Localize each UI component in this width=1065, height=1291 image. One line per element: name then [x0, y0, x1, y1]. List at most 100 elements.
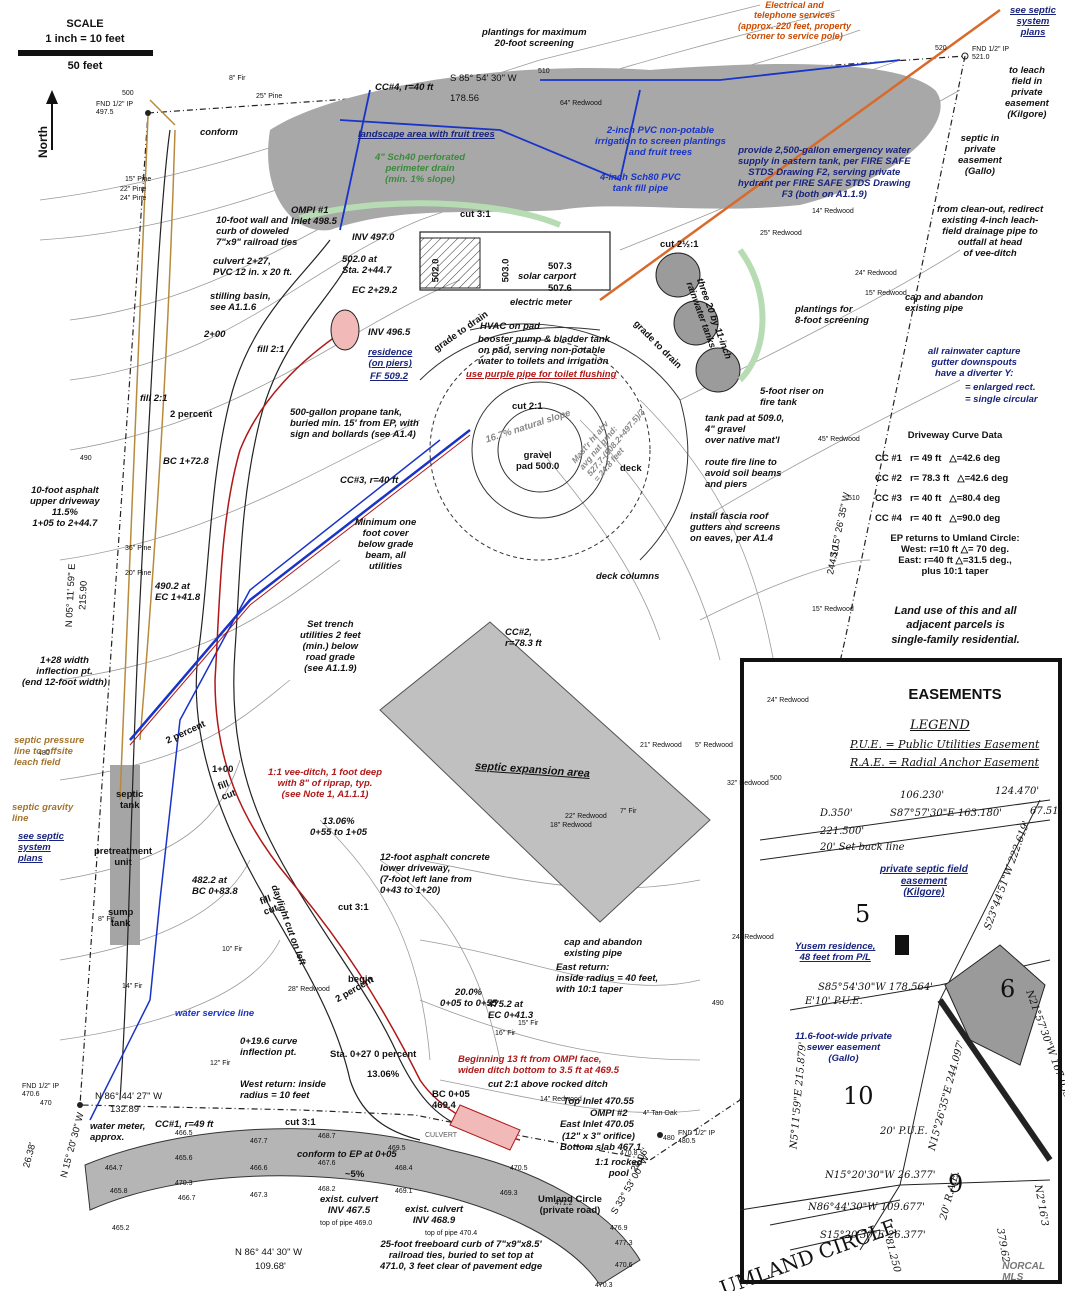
note-rainwater: all rainwater capture gutter downspouts …	[928, 346, 1021, 379]
note-lower-drive: 12-foot asphalt concrete lower driveway,…	[380, 852, 490, 896]
contour-label: 480	[663, 1135, 675, 1142]
ease-sewer: 11.6-foot-wide private sewer easement (G…	[795, 1031, 892, 1064]
note-conform: conform	[200, 127, 238, 138]
note-ff: FF 509.2	[370, 371, 409, 382]
note-east-return: East return: inside radius = 40 feet, wi…	[556, 962, 659, 995]
spot-elev: 468.2	[318, 1186, 336, 1193]
monument-se	[657, 1132, 663, 1138]
note-bc0: 482.2 at BC 0+83.8	[192, 875, 238, 897]
spot-elev: 470.3	[175, 1180, 193, 1187]
ease-dim: 124.470'	[995, 786, 1040, 797]
contour-label: 470	[40, 1100, 52, 1107]
stilling-basin	[330, 309, 360, 351]
ease-yusem: Yusem residence, 48 feet from P/L	[795, 941, 876, 963]
note-enlarged: = enlarged rect.	[965, 382, 1036, 393]
note-width-infl: 1+28 width inflection pt. (end 12-foot w…	[22, 655, 107, 688]
monument-ne	[961, 52, 969, 60]
note-emergency-water: provide 2,500-gallon emergency water sup…	[738, 145, 911, 200]
note-exist1-top: top of pipe 469.0	[320, 1220, 373, 1227]
tree-label: 18" Redwood	[550, 822, 592, 829]
note-fill21a: fill 2:1	[257, 344, 285, 355]
note-exist2-top: top of pipe 470.4	[425, 1230, 478, 1237]
note-plantings-max: plantings for maximum 20-foot screening	[482, 27, 587, 49]
tree-label: 22" Redwood	[565, 813, 607, 820]
note-booster: booster pump & bladder tank on pad, serv…	[478, 334, 610, 367]
tree-label: 15" Redwood	[812, 606, 854, 613]
note-pct13: 13.06%	[367, 1069, 400, 1080]
note-rocked-pool: 1:1 rocked pool	[595, 1157, 643, 1179]
spot-elev: 467.6	[318, 1160, 336, 1167]
note-ec0: 475.2 at EC 0+41.3	[488, 999, 534, 1021]
easements-title: EASEMENTS	[908, 686, 1002, 703]
scale-subtitle: 1 inch = 10 feet	[45, 33, 125, 45]
note-sump: sump tank	[108, 907, 134, 929]
tree-label: 45" Redwood	[818, 436, 860, 443]
spot-elev: 476.9	[610, 1225, 628, 1232]
contour-label: 510	[848, 495, 860, 502]
contour-label: 490	[80, 455, 92, 462]
note-trench: Set trench utilities 2 feet (min.) below…	[300, 619, 361, 674]
note-hvac: HVAC on pad	[480, 321, 540, 332]
lot-number: 5	[855, 900, 871, 928]
note-cut21: cut 2:1	[512, 401, 543, 412]
note-septic-pressure: septic pressure line to offsite leach fi…	[14, 735, 85, 768]
tree-label: 14" Redwood	[812, 208, 854, 215]
ease-pue-10: E'10' P.U.E.	[805, 996, 863, 1007]
ease-dim: N15°20'30"W 26.377'	[825, 1170, 936, 1181]
spot-elev: 464.7	[105, 1165, 123, 1172]
note-ec2: EC 2+29.2	[352, 285, 398, 296]
utility-trench-red	[129, 434, 471, 746]
monument-nw	[145, 110, 151, 116]
ease-septic-field: private septic field easement (Kilgore)	[880, 864, 968, 898]
note-begin: begin	[348, 974, 374, 985]
note-water-meter: water meter, approx.	[90, 1121, 146, 1143]
note-2pct-a: 2 percent	[170, 409, 213, 420]
note-leach-field: to leach field in private easement (Kilg…	[1005, 65, 1049, 120]
note-septic-gravity: septic gravity line	[12, 802, 74, 824]
note-septic-tank: septic tank	[116, 789, 144, 811]
tree-label: 8" Fir	[229, 75, 246, 82]
carport-hatch	[419, 237, 481, 289]
legend-rae: R.A.E. = Radial Anchor Easement	[850, 756, 1040, 769]
scale-bar-label: 50 feet	[67, 60, 103, 72]
south-bearing-2: N 86° 44' 30" W	[235, 1247, 303, 1258]
vee-ditch	[214, 329, 521, 1141]
ep-returns: EP returns to Umland Circle: West: r=10 …	[890, 533, 1020, 577]
ease-dim: 221.500'	[820, 826, 865, 837]
spot-elev: 468.7	[318, 1133, 336, 1140]
septic-line	[119, 99, 176, 801]
note-sta-502: 502.0 at Sta. 2+44.7	[342, 254, 392, 276]
note-cap-pipe2: cap and abandon existing pipe	[564, 937, 643, 959]
electrical-line	[599, 8, 1001, 302]
note-water-service: water service line	[175, 1008, 255, 1019]
lot-number: 9	[948, 1170, 964, 1198]
tree-label: 24" Redwood	[855, 270, 897, 277]
ease-dim: 106.230'	[900, 790, 945, 801]
spot-elev: 466.5	[175, 1130, 193, 1137]
tree-label: 7" Fir	[620, 808, 637, 815]
easement-map-lines	[739, 799, 1051, 1251]
tree-label: 24" Pine	[120, 195, 147, 202]
elev-503: 503.0	[500, 258, 512, 283]
note-inv496: INV 496.5	[368, 327, 411, 338]
note-inv497: INV 497.0	[352, 232, 395, 243]
tree-label: 20" Pine	[125, 570, 152, 577]
note-exist1: exist. culvert INV 467.5	[320, 1194, 379, 1216]
tree-label: 22" Pine	[120, 186, 147, 193]
spot-elev: 471.2	[555, 1200, 573, 1207]
note-beginning13: Beginning 13 ft from OMPI face, widen di…	[458, 1054, 619, 1076]
spot-elev: 470.3	[595, 1282, 613, 1289]
note-cc2: CC#2, r=78.3 ft	[505, 627, 542, 649]
note-stilling: stilling basin, see A1.1.6	[210, 291, 271, 313]
tree-label: 14" Fir	[122, 983, 143, 990]
note-plantings8: plantings for 8-foot screening	[795, 304, 869, 326]
note-cut2h: cut 2½:1	[660, 239, 699, 250]
note-bottom-slab: Bottom slab 467.1	[560, 1142, 642, 1153]
septic-tank-strip	[110, 765, 140, 945]
scale-title: SCALE	[66, 18, 104, 30]
